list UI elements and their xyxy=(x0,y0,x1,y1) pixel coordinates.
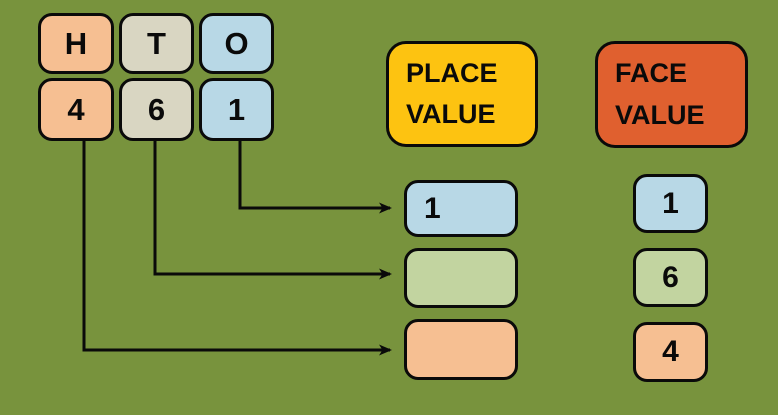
place-value-tens-box xyxy=(404,248,518,308)
face-value-header-text: FACE VALUE xyxy=(615,53,705,135)
place-value-header-line2: VALUE xyxy=(406,99,496,129)
column-header-tens: T xyxy=(119,13,194,74)
digit-ones: 1 xyxy=(199,78,274,141)
face-value-header: FACE VALUE xyxy=(595,41,748,148)
place-value-header: PLACE VALUE xyxy=(386,41,538,147)
face-value-header-line1: FACE xyxy=(615,58,688,89)
place-value-header-text: PLACE VALUE xyxy=(406,53,498,135)
arrow-tens-to-place-value xyxy=(153,141,392,280)
arrow-hundreds-to-place-value xyxy=(82,141,392,356)
face-value-hundreds-box: 4 xyxy=(633,322,708,382)
column-header-hundreds: H xyxy=(38,13,114,74)
face-value-tens-box: 6 xyxy=(633,248,708,307)
place-value-ones-box: 1 xyxy=(404,180,518,237)
digit-tens: 6 xyxy=(119,78,194,141)
face-value-header-line2: VALUE xyxy=(615,99,705,130)
arrow-ones-to-place-value xyxy=(238,141,392,214)
column-header-ones: O xyxy=(199,13,274,74)
place-value-header-line1: PLACE xyxy=(406,57,498,88)
face-value-ones-box: 1 xyxy=(633,174,708,233)
place-value-hundreds-box xyxy=(404,319,518,380)
digit-hundreds: 4 xyxy=(38,78,114,141)
